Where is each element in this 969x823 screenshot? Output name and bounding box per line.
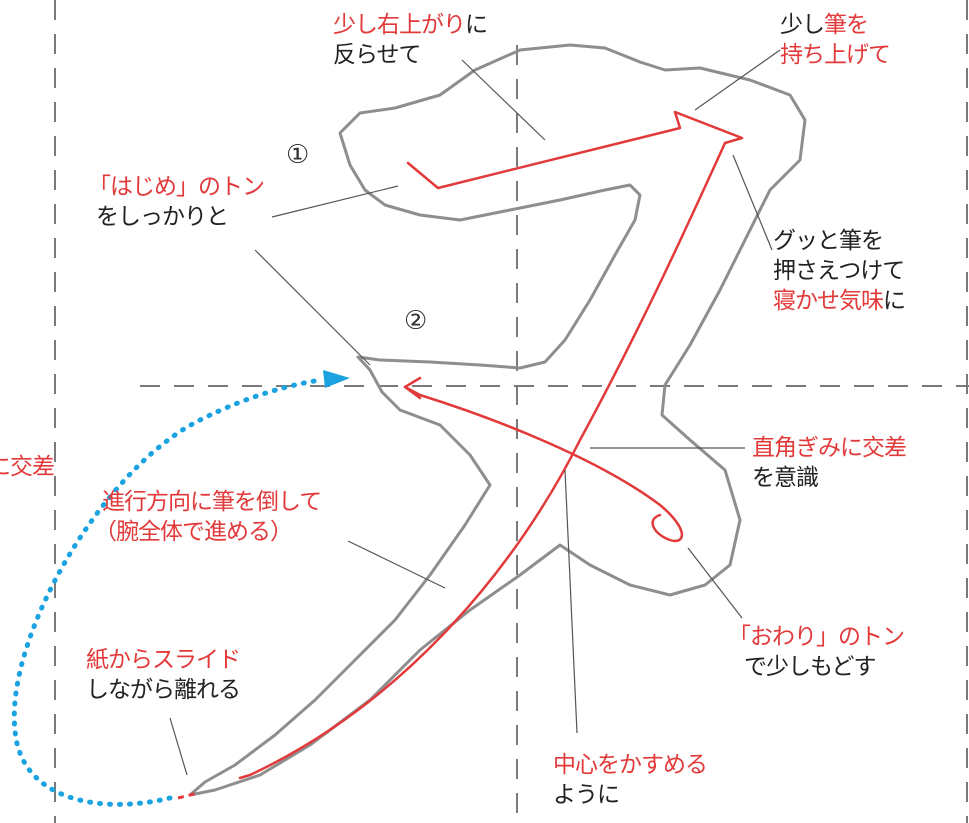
label-left-upper-b: をしっかりと [96,204,229,230]
stroke-arrow-2 [403,376,422,400]
label-bottom-center: 中心をかすめる ように [553,750,708,810]
label-left-edge: に交差 [0,454,55,480]
dotted-arrowhead [323,370,350,388]
guide-lines [54,0,969,823]
label-bottom-center-a-red: 中心をかすめる [553,752,708,778]
label-right-lower-b: で少しもどす [744,654,877,680]
label-right-cross-a-red: 直角ぎみに交差 [752,435,907,461]
leader-left-upper-2 [254,249,371,366]
dotted-return-path [11,377,323,807]
label-left-middle-b-red: （腕全体で進める） [94,519,293,545]
label-top-right-a-red: 筆を [824,12,869,38]
leader-right-mid [732,154,773,251]
label-left-middle: 進行方向に筆を倒して （腕全体で進める） [94,487,322,547]
label-top-center-a-red: 少し右上がり [333,12,466,38]
label-left-lower: 紙からスライド しながら離れる [86,645,241,705]
label-right-mid: グッと筆を 押さえつけて 寝かせ気味に [773,226,906,316]
label-left-lower-b: しながら離れる [86,677,241,703]
label-right-mid-c-black: に [883,288,906,314]
leader-lines [169,49,781,776]
label-top-center-b: 反らせて [333,42,422,68]
leader-top-center [461,59,546,141]
stroke-path-2 [238,141,727,780]
leader-left-middle [347,540,446,589]
step-number-1: ① [286,140,310,170]
label-left-upper-a-red: 「はじめ」のトン [88,174,265,200]
label-right-mid-c-red: 寝かせ気味 [773,288,884,314]
step-number-2: ② [404,306,428,336]
leader-top-right [694,49,781,111]
stroke-path-3 [403,385,684,543]
label-left-middle-a-red: 進行方向に筆を倒して [102,489,322,515]
label-left-lower-a-red: 紙からスライド [86,647,241,673]
label-top-center-a-black: に [465,12,488,38]
label-bottom-center-b: ように [553,782,620,808]
leader-bottom-center [564,469,578,734]
red-tail-dash [177,791,199,800]
label-top-right-b-red: 持ち上げて [780,42,891,68]
label-top-right: 少し筆を 持ち上げて [780,10,891,70]
label-right-cross: 直角ぎみに交差 を意識 [752,433,907,493]
character-outline [188,43,807,797]
label-top-center: 少し右上がりに 反らせて [333,10,488,70]
label-right-cross-b: を意識 [752,465,819,491]
label-left-upper: 「はじめ」のトン をしっかりと [88,172,265,232]
leader-left-lower [169,717,188,776]
label-right-mid-a: グッと筆を [773,228,884,254]
label-right-lower: 「おわり」のトン で少しもどす [728,622,905,682]
stroke-guides [238,110,744,780]
leader-left-upper [271,185,399,218]
leader-right-lower [687,547,743,619]
label-right-mid-b: 押さえつけて [773,258,905,284]
stroke-path-1 [406,110,744,190]
label-top-right-a: 少し [780,12,825,38]
label-right-lower-a-red: 「おわり」のトン [728,624,905,650]
